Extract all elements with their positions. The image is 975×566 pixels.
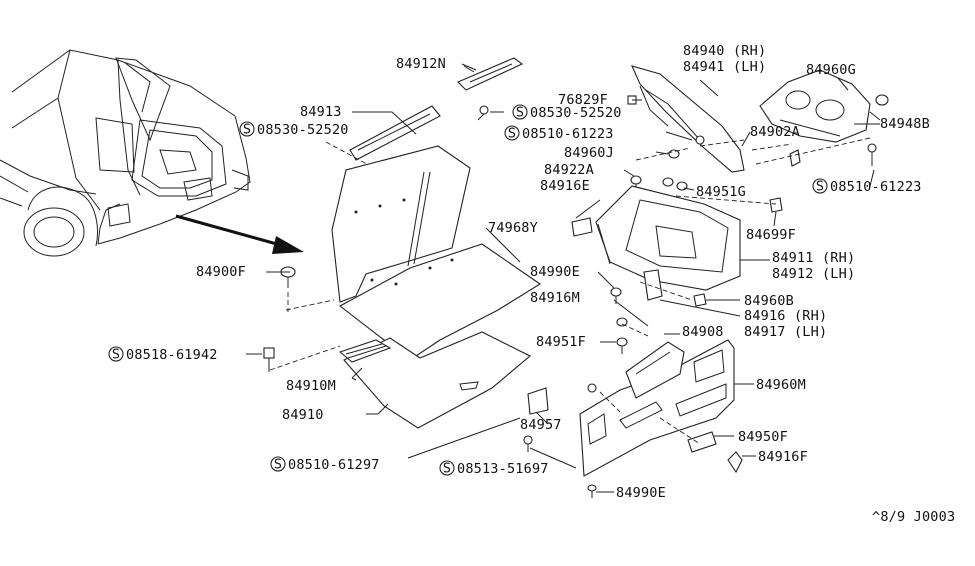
clip-plain-small [587,383,597,393]
label-84948B: 84948B [880,116,930,132]
leader-lines [246,63,880,493]
label-84910M: 84910M [286,378,336,394]
screw-symbol-icon: S [816,179,824,195]
screw-symbol-icon: S [112,347,120,363]
label-84990E-a: 84990E [530,264,580,280]
clip-84699F [769,197,783,213]
label-84960B: 84960B [744,293,794,309]
label-08530-b: 08530-52520 [530,105,622,121]
part-84912N-strip [457,57,524,91]
label-84960J: 84960J [564,145,614,161]
label-84951F: 84951F [536,334,586,350]
part-74968Y-trim [331,145,542,361]
label-84911: 84911 (RH) [772,250,855,266]
label-74968Y: 74968Y [488,220,538,236]
screw-symbol-icon: S [508,126,516,142]
direction-arrow [175,214,304,254]
clip-84902A [789,149,801,167]
screw-08530-b [477,105,489,121]
label-84699F: 84699F [746,227,796,243]
label-08513: 08513-51697 [457,461,549,477]
part-84910-mat [343,331,531,429]
label-84960M: 84960M [756,377,806,393]
label-84960G: 84960G [806,62,856,78]
part-84910M-sill [338,339,392,363]
label-08510-a: 08510-61223 [522,126,614,142]
label-84916E: 84916E [540,178,590,194]
label-84951G: 84951G [696,184,746,200]
clip-84948B [875,94,889,106]
part-84957-lamp-cover [527,387,549,415]
reference-code: ^8/9 J0003 [872,509,955,525]
part-84908-cover [625,341,685,399]
label-84957: 84957 [520,417,562,433]
screw-symbol-icon: S [274,457,282,473]
label-84902A: 84902A [750,124,800,140]
part-84916E-pad [571,217,593,237]
bolt-08518 [263,347,275,372]
part-84916-bracket [643,269,663,301]
clip-84916M [616,317,628,327]
screw-08510-b [867,143,877,166]
part-labels: 84912N 84913 08530-52520 76829F 08530-52… [126,43,955,525]
label-84913: 84913 [300,104,342,120]
label-84908: 84908 [682,324,724,340]
screw-08513 [523,435,533,452]
label-84916F: 84916F [758,449,808,465]
label-84900F: 84900F [196,264,246,280]
label-08518: 08518-61942 [126,347,218,363]
vehicle-rear-illustration [0,49,251,257]
screw-08510-a [695,135,705,145]
screw-symbols: S S S S S S S [108,104,828,477]
screw-symbol-icon: S [516,105,524,121]
label-84940: 84940 (RH) [683,43,766,59]
label-84912N: 84912N [396,56,446,72]
label-84941: 84941 (LH) [683,59,766,75]
part-84940-pillar-trim [631,65,745,173]
clip-84960B [693,293,707,307]
screw-symbol-icon: S [243,122,251,138]
label-08510-b: 08510-61223 [830,179,922,195]
clip-84951F [616,337,628,354]
label-84910: 84910 [282,407,324,423]
screw-symbol-icon: S [443,461,451,477]
label-84912: 84912 (LH) [772,266,855,282]
label-84990E-b: 84990E [616,485,666,501]
part-84950F-plate [687,431,717,453]
part-84911-side-trim [595,185,741,291]
label-76829F: 76829F [558,92,608,108]
clip-84900F [280,266,296,288]
label-84922A: 84922A [544,162,594,178]
label-84916M: 84916M [530,290,580,306]
label-84917: 84917 (LH) [744,324,827,340]
clip-84951G [662,177,688,191]
label-84916: 84916 (RH) [744,308,827,324]
label-08530-a: 08530-52520 [257,122,349,138]
label-08510-c: 08510-61297 [288,457,380,473]
part-84960G-bracket [759,69,871,143]
label-84950F: 84950F [738,429,788,445]
clip-84990E-a [610,287,622,304]
clip-84916F [727,451,743,474]
clip-84990E-b [587,484,597,498]
